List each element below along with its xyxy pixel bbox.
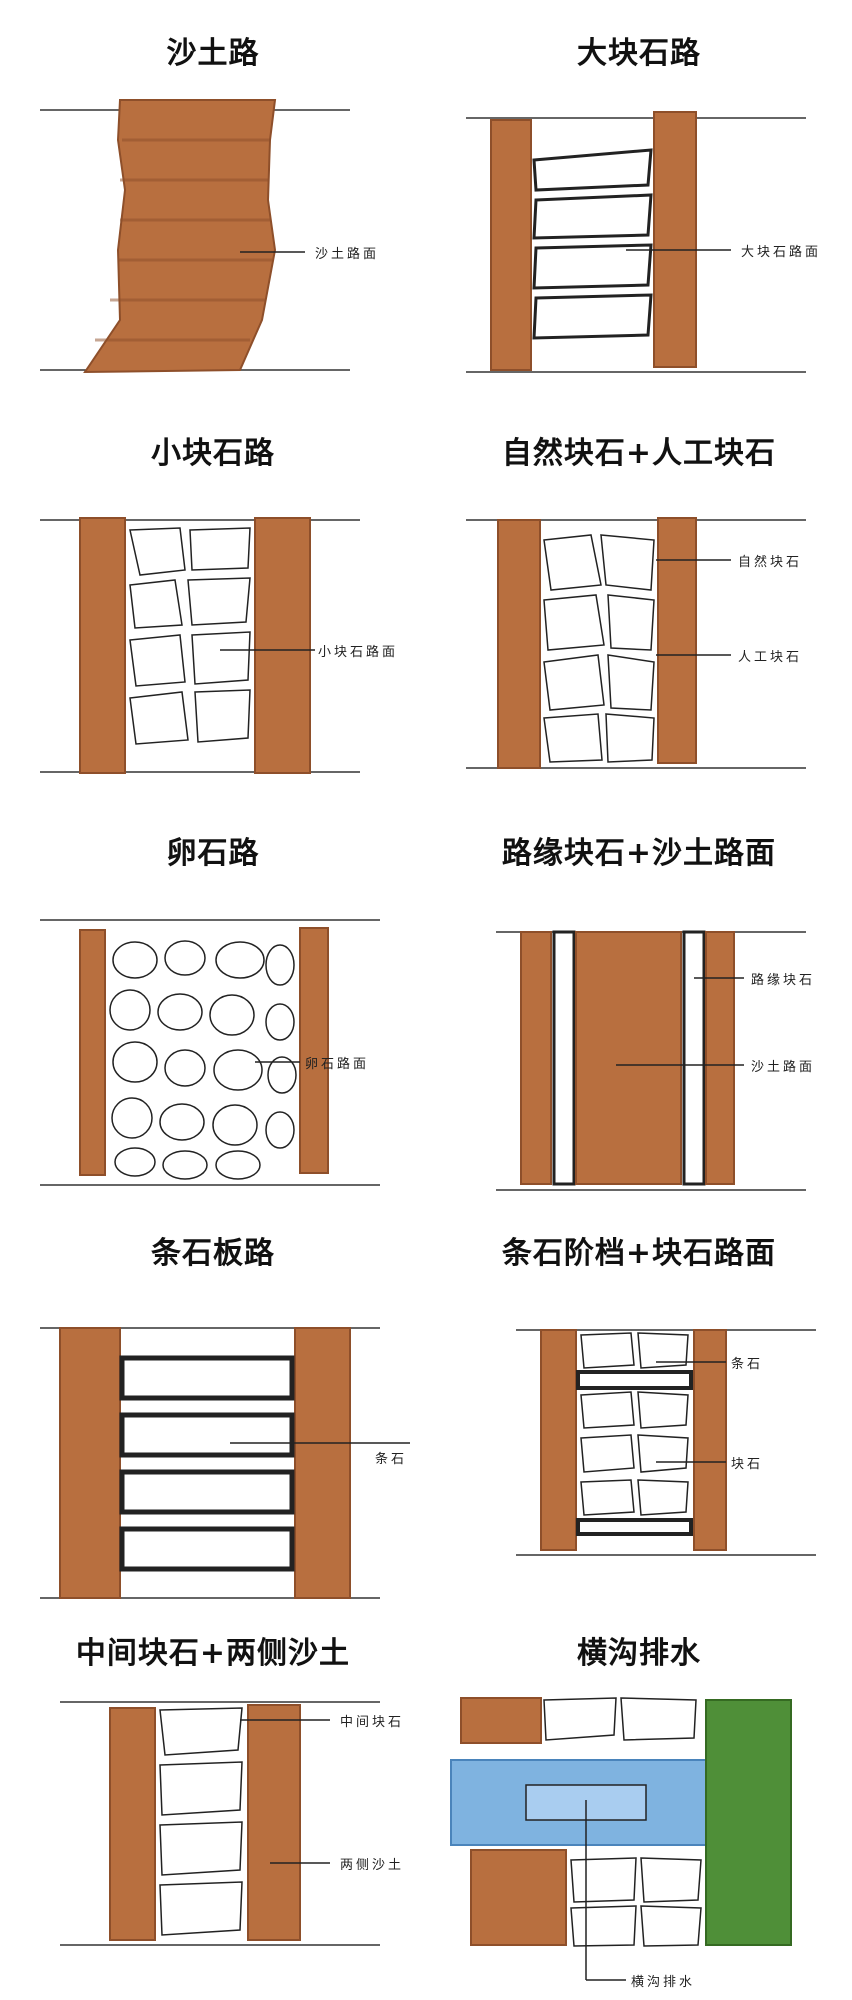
panel-title: 小块石路 [151,436,275,471]
panel-title: 卵石路 [166,836,260,871]
panel-title: 条石板路 [151,1236,275,1271]
callout-label: 沙土路面 [751,1060,816,1075]
callout-label: 中间块石 [340,1715,405,1730]
callout-label: 条石 [731,1357,764,1372]
callout-label: 横沟排水 [631,1975,696,1990]
callout-label: 自然块石 [738,555,803,570]
panel-transverse-drainage: 横沟排水 横沟排水 [426,1600,852,2000]
callout-label: 沙土路面 [315,247,380,262]
pebble-road-sketch [40,919,380,1186]
callout-label: 两侧沙土 [340,1858,405,1873]
transverse-drainage-sketch [450,1697,792,1981]
panel-sand-road: 沙土路 沙土路面 [0,0,426,400]
panel-title: 中间块石+两侧沙土 [75,1636,351,1671]
panel-slab-step-stone: 条石阶档+块石路面 条石 块石 [426,1200,852,1600]
panel-title: 自然块石+人工块石 [501,436,777,471]
panel-title: 大块石路 [577,36,701,71]
panel-small-stone-road: 小块石路 小块石路面 [0,400,426,800]
panel-large-stone-road: 大块石路 大块石路面 [426,0,852,400]
callout-label: 路缘块石 [751,973,816,988]
panel-natural-artificial-stone: 自然块石+人工块石 自然块石 人工块石 [426,400,852,800]
panel-title: 沙土路 [166,36,260,71]
callout-label: 大块石路面 [741,245,822,260]
large-stone-road-sketch [466,111,806,373]
callout-label: 卵石路面 [305,1057,370,1072]
panel-title: 横沟排水 [577,1636,701,1671]
callout-label: 块石 [731,1457,764,1472]
callout-label: 小块石路面 [318,645,399,660]
panel-curb-stone-sand: 路缘块石+沙土路面 路缘块石 沙土路面 [426,800,852,1200]
panel-slab-stone-road: 条石板路 条石 [0,1200,426,1600]
panel-title: 路缘块石+沙土路面 [501,836,777,871]
callout-label: 条石 [375,1452,408,1467]
slab-stone-road-sketch [40,1327,410,1599]
curb-stone-sand-sketch [496,930,806,1191]
center-stone-sand-sides-sketch [60,1701,380,1946]
callout-label: 人工块石 [738,650,803,665]
panel-title: 条石阶档+块石路面 [501,1236,777,1271]
slab-step-stone-sketch [516,1329,816,1556]
panel-pebble-road: 卵石路 卵石路面 [0,800,426,1200]
panel-center-stone-sand-sides: 中间块石+两侧沙土 中间块石 两侧沙土 [0,1600,426,2000]
small-stone-road-sketch [40,517,360,774]
sand-road-sketch [40,99,350,374]
natural-artificial-stone-sketch [466,517,806,769]
